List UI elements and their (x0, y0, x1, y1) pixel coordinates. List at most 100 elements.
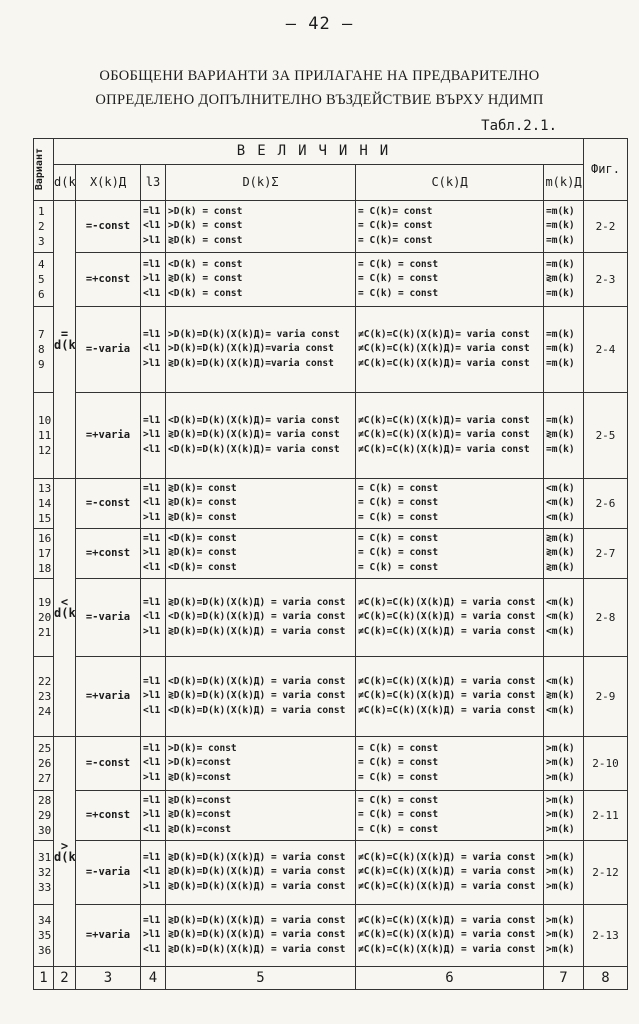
header-xd: X(k)Д (75, 164, 141, 201)
xd-condition: =-varia (75, 306, 141, 393)
col-number: 4 (140, 966, 166, 990)
ck-formula: = C(k) = const = C(k) = const = C(k) = c… (355, 790, 544, 841)
header-ck: C(k)Д (355, 164, 544, 201)
ck-formula: = C(k) = const = C(k) = const = C(k) = c… (355, 736, 544, 791)
page-number: – 42 – (285, 14, 354, 34)
mk-relation: <m(k) <m(k) <m(k) (543, 478, 584, 529)
table-row: 1 2 3= d(k)=-const=l1 <l1 >l1>D(k) = con… (33, 200, 628, 479)
ck-formula: ≠C(k)=C(k)(X(k)Д)= varia const ≠C(k)=C(k… (355, 392, 544, 479)
xd-condition: =+varia (75, 904, 141, 967)
xd-condition: =-const (75, 478, 141, 529)
variant-numbers: 31 32 33 (33, 840, 54, 905)
ck-formula: = C(k) = const = C(k) = const = C(k) = c… (355, 478, 544, 529)
dsum-relation: < d(k) (53, 478, 76, 737)
figure-ref: 2-9 (583, 656, 628, 737)
table-row: 7 8 9=-varia=l1 <l1 >l1>D(k)=D(k)(X(k)Д)… (33, 306, 628, 393)
xd-condition: =-const (75, 200, 141, 253)
ck-formula: ≠C(k)=C(k)(X(k)Д) = varia const ≠C(k)=C(… (355, 656, 544, 737)
dk-formula: ≷D(k)=D(k)(X(k)Д) = varia const ≷D(k)=D(… (165, 904, 356, 967)
table-row: 28 29 30=+const=l1 >l1 <l1≷D(k)=const ≷D… (33, 790, 628, 841)
dsum-relation: = d(k) (53, 200, 76, 479)
dk-formula: ≷D(k)= const ≷D(k)= const ≷D(k)= const (165, 478, 356, 529)
variants-table: Вариант ВЕЛИЧИНИ Фиг. d(k)Σ X(k)Д l3 D(k… (33, 138, 628, 990)
variant-numbers: 10 11 12 (33, 392, 54, 479)
ck-formula: ≠C(k)=C(k)(X(k)Д) = varia const ≠C(k)=C(… (355, 840, 544, 905)
figure-ref: 2-10 (583, 736, 628, 791)
table-row: 4 5 6=+const=l1 >l1 <l1<D(k) = const ≷D(… (33, 252, 628, 307)
figure-ref: 2-3 (583, 252, 628, 307)
dsum-relation: > d(k) (53, 736, 76, 967)
xd-condition: =+varia (75, 656, 141, 737)
figure-ref: 2-5 (583, 392, 628, 479)
xd-condition: =-const (75, 736, 141, 791)
ck-formula: = C(k)= const = C(k)= const = C(k)= cons… (355, 200, 544, 253)
dk-formula: >D(k) = const >D(k) = const ≷D(k) = cons… (165, 200, 356, 253)
dk-formula: <D(k) = const ≷D(k) = const <D(k) = cons… (165, 252, 356, 307)
dk-formula: <D(k)= const ≷D(k)= const <D(k)= const (165, 528, 356, 579)
mk-relation: >m(k) >m(k) >m(k) (543, 736, 584, 791)
figure-ref: 2-13 (583, 904, 628, 967)
ck-formula: ≠C(k)=C(k)(X(k)Д) = varia const ≠C(k)=C(… (355, 904, 544, 967)
dk-formula: >D(k)= const >D(k)=const ≷D(k)=const (165, 736, 356, 791)
dk-formula: ≷D(k)=D(k)(X(k)Д) = varia const ≷D(k)=D(… (165, 840, 356, 905)
variant-numbers: 13 14 15 (33, 478, 54, 529)
mk-relation: >m(k) >m(k) >m(k) (543, 840, 584, 905)
column-number-row: 1 2 3 4 5 6 7 8 (33, 966, 628, 990)
table-row: 34 35 36=+varia=l1 >l1 <l1≷D(k)=D(k)(X(k… (33, 904, 628, 967)
variant-numbers: 25 26 27 (33, 736, 54, 791)
title-line-2: ОПРЕДЕЛЕНО ДОПЪЛНИТЕЛНО ВЪЗДЕЙСТВИЕ ВЪРХ… (95, 92, 544, 108)
l3-condition: =l1 <l1 >l1 (140, 306, 166, 393)
col-number: 2 (53, 966, 76, 990)
col-number: 8 (583, 966, 628, 990)
header-dk: D(k)Σ (165, 164, 356, 201)
col-number: 5 (165, 966, 356, 990)
header-figure: Фиг. (583, 138, 628, 201)
mk-relation: >m(k) >m(k) >m(k) (543, 904, 584, 967)
mk-relation: =m(k) ≷m(k) =m(k) (543, 252, 584, 307)
dk-formula: >D(k)=D(k)(X(k)Д)= varia const >D(k)=D(k… (165, 306, 356, 393)
header-mk: m(k)Д (543, 164, 584, 201)
l3-condition: =l1 >l1 <l1 (140, 392, 166, 479)
xd-condition: =+varia (75, 392, 141, 479)
xd-condition: =-varia (75, 578, 141, 657)
figure-ref: 2-2 (583, 200, 628, 253)
variant-numbers: 4 5 6 (33, 252, 54, 307)
col-number: 7 (543, 966, 584, 990)
title-line-1: ОБОБЩЕНИ ВАРИАНТИ ЗА ПРИЛАГАНЕ НА ПРЕДВА… (99, 68, 540, 84)
header-quantities: ВЕЛИЧИНИ (53, 138, 584, 165)
l3-condition: =l1 <l1 >l1 (140, 578, 166, 657)
l3-condition: =l1 <l1 >l1 (140, 840, 166, 905)
mk-relation: =m(k) =m(k) =m(k) (543, 306, 584, 393)
table-row: 31 32 33 =-varia=l1 <l1 >l1≷D(k)=D(k)(X(k… (33, 840, 628, 905)
variant-numbers: 19 20 21 (33, 578, 54, 657)
figure-ref: 2-4 (583, 306, 628, 393)
table-row: 10 11 12 =+varia=l1 >l1 <l1<D(k)=D(k)(X(k… (33, 392, 628, 479)
header-l3: l3 (140, 164, 166, 201)
figure-ref: 2-11 (583, 790, 628, 841)
l3-condition: =l1 <l1 >l1 (140, 736, 166, 791)
l3-condition: =l1 >l1 <l1 (140, 252, 166, 307)
xd-condition: =+const (75, 528, 141, 579)
table-row: 25 26 27> d(k)=-const=l1 <l1 >l1>D(k)= c… (33, 736, 628, 967)
header-variant: Вариант (33, 138, 54, 201)
table-row: 16 17 18 =+const=l1 >l1 <l1<D(k)= const ≷… (33, 528, 628, 579)
variant-numbers: 16 17 18 (33, 528, 54, 579)
variant-numbers: 28 29 30 (33, 790, 54, 841)
table-row: 13 14 15< d(k)=-const=l1 <l1 >l1≷D(k)= c… (33, 478, 628, 737)
table-reference: Табл.2.1. (481, 118, 557, 134)
figure-ref: 2-7 (583, 528, 628, 579)
col-number: 6 (355, 966, 544, 990)
table-row: 19 20 21=-varia=l1 <l1 >l1≷D(k)=D(k)(X(k… (33, 578, 628, 657)
dk-formula: <D(k)=D(k)(X(k)Д) = varia const ≷D(k)=D(… (165, 656, 356, 737)
dk-formula: <D(k)=D(k)(X(k)Д)= varia const ≷D(k)=D(k… (165, 392, 356, 479)
l3-condition: =l1 >l1 <l1 (140, 904, 166, 967)
l3-condition: =l1 <l1 >l1 (140, 200, 166, 253)
xd-condition: =+const (75, 790, 141, 841)
ck-formula: ≠C(k)=C(k)(X(k)Д)= varia const ≠C(k)=C(k… (355, 306, 544, 393)
ck-formula: = C(k) = const = C(k) = const = C(k) = c… (355, 528, 544, 579)
l3-condition: =l1 <l1 >l1 (140, 478, 166, 529)
ck-formula: = C(k) = const = C(k) = const = C(k) = c… (355, 252, 544, 307)
ck-formula: ≠C(k)=C(k)(X(k)Д) = varia const ≠C(k)=C(… (355, 578, 544, 657)
xd-condition: =-varia (75, 840, 141, 905)
l3-condition: =l1 >l1 <l1 (140, 528, 166, 579)
